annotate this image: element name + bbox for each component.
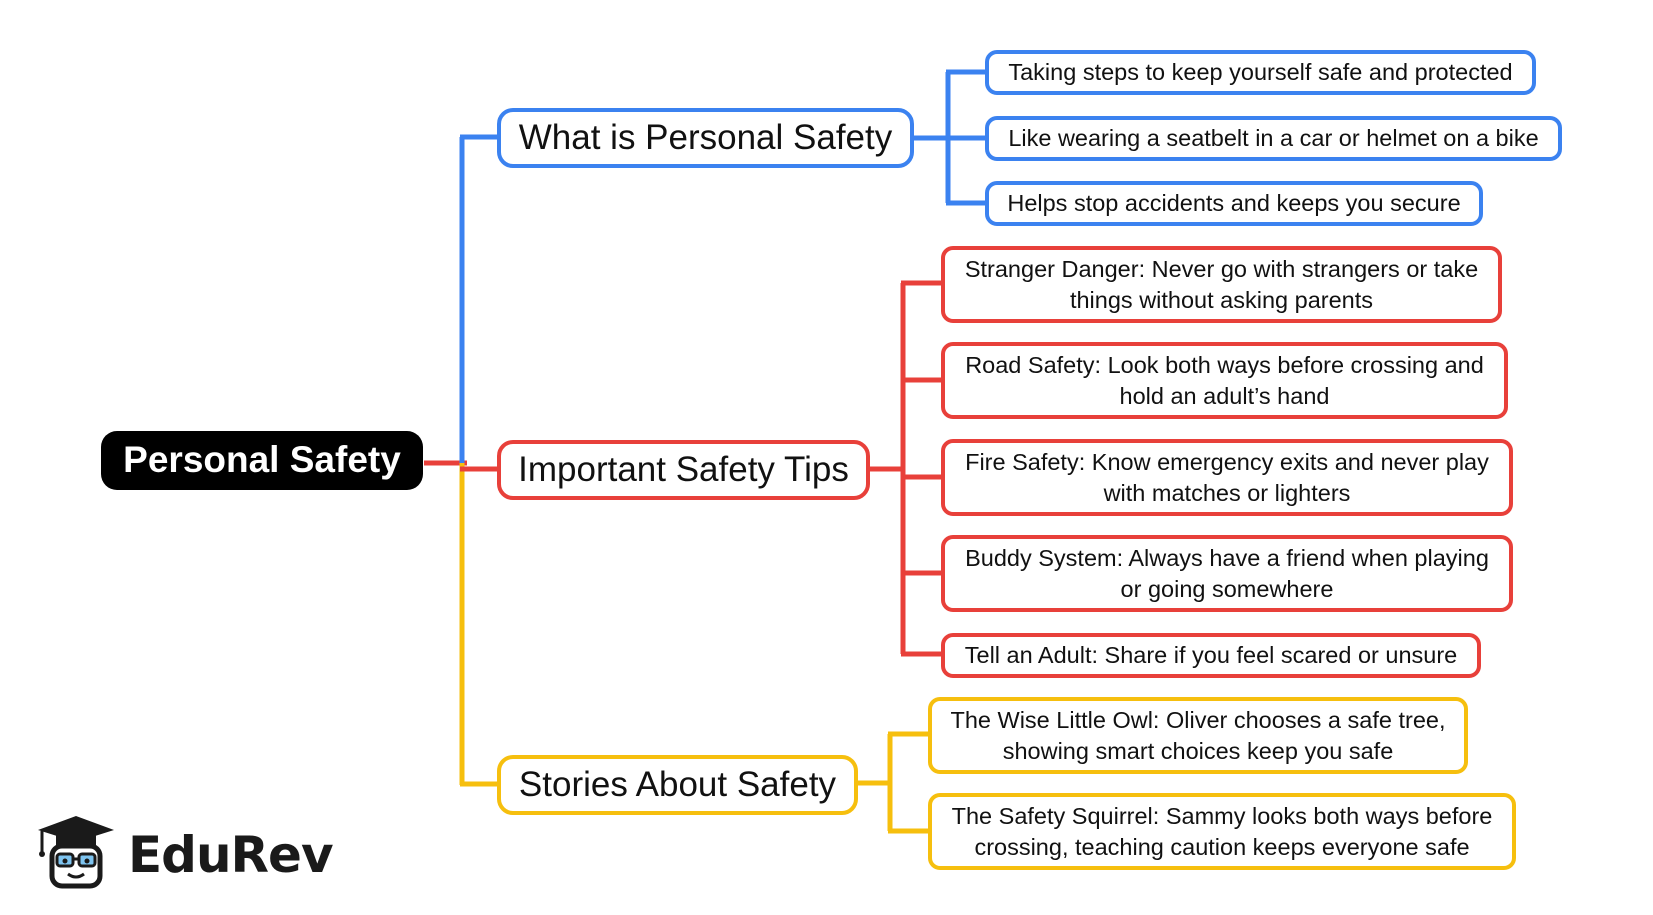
root-node: Personal Safety bbox=[101, 431, 423, 490]
leaf-label: Buddy System: Always have a friend when … bbox=[965, 544, 1489, 602]
leaf-node: Like wearing a seatbelt in a car or helm… bbox=[985, 116, 1562, 161]
leaf-label: Taking steps to keep yourself safe and p… bbox=[1008, 59, 1513, 86]
leaf-node: Tell an Adult: Share if you feel scared … bbox=[941, 633, 1481, 678]
leaf-node: The Safety Squirrel: Sammy looks both wa… bbox=[928, 793, 1516, 870]
branch-label: Important Safety Tips bbox=[518, 450, 849, 490]
branch-label: Stories About Safety bbox=[518, 765, 837, 805]
leaf-node: Fire Safety: Know emergency exits and ne… bbox=[941, 439, 1513, 516]
leaf-node: Stranger Danger: Never go with strangers… bbox=[941, 246, 1502, 323]
leaf-label: The Safety Squirrel: Sammy looks both wa… bbox=[951, 802, 1493, 860]
leaf-label: Stranger Danger: Never go with strangers… bbox=[964, 255, 1479, 313]
leaf-node: Helps stop accidents and keeps you secur… bbox=[985, 181, 1483, 226]
leaf-node: Buddy System: Always have a friend when … bbox=[941, 535, 1513, 612]
logo-text: EduRev bbox=[128, 826, 334, 884]
root-label: Personal Safety bbox=[123, 439, 401, 481]
leaf-label: Road Safety: Look both ways before cross… bbox=[965, 351, 1484, 409]
leaf-label: Fire Safety: Know emergency exits and ne… bbox=[965, 448, 1489, 506]
branch-what-is-personal-safety: What is Personal Safety bbox=[497, 108, 914, 168]
edurev-logo: EduRev bbox=[28, 812, 334, 902]
leaf-label: The Wise Little Owl: Oliver chooses a sa… bbox=[950, 706, 1446, 764]
graduation-cap-mascot-icon bbox=[38, 816, 114, 889]
leaf-node: Road Safety: Look both ways before cross… bbox=[941, 342, 1508, 419]
branch-stories-about-safety: Stories About Safety bbox=[497, 755, 858, 815]
leaf-node: Taking steps to keep yourself safe and p… bbox=[985, 50, 1536, 95]
leaf-label: Helps stop accidents and keeps you secur… bbox=[1007, 190, 1461, 217]
branch-important-safety-tips: Important Safety Tips bbox=[497, 440, 870, 500]
branch-label: What is Personal Safety bbox=[518, 118, 893, 158]
leaf-label: Like wearing a seatbelt in a car or helm… bbox=[1008, 125, 1539, 152]
leaf-label: Tell an Adult: Share if you feel scared … bbox=[964, 642, 1458, 669]
leaf-node: The Wise Little Owl: Oliver chooses a sa… bbox=[928, 697, 1468, 774]
